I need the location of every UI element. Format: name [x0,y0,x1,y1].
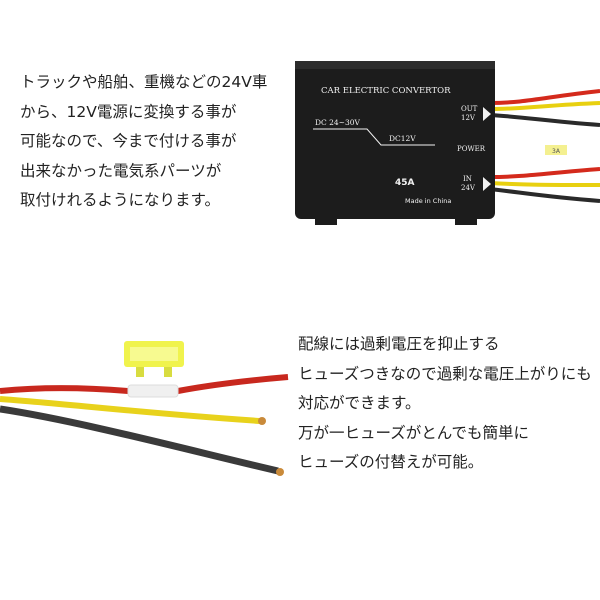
converter-input-range: DC 24~30V [315,118,361,127]
intro-line: 出来なかった電気系パーツが [20,161,222,180]
converter-current: 45A [395,178,415,188]
out-voltage: 12V [461,114,476,122]
output-wires [489,89,600,127]
fuse-wiring-illustration [0,341,289,476]
in-voltage: 24V [461,184,476,192]
power-label: POWER [457,145,486,153]
black-wire [0,405,279,475]
intro-line: 可能なので、今まで付ける事が [20,132,237,150]
fuse-line: ヒューズつきなので過剰な電圧上がりにも [298,364,592,383]
fuse-description: 配線には過剰電圧を抑止する ヒューズつきなので過剰な電圧上がりにも 対応ができま… [298,330,592,478]
converter-illustration: 3A CAR ELECTRIC CONVERTOR DC 24~30V DC12… [295,61,600,225]
yellow-wire [0,396,261,424]
fuse-tag-label: 3A [552,148,561,155]
fuse-tag [545,145,567,155]
converter-output-voltage: DC12V [389,134,416,143]
converter-body [295,61,495,219]
converter-photo: 3A CAR ELECTRIC CONVERTOR DC 24~30V DC12… [285,45,600,245]
in-label: IN [463,175,472,183]
input-wires [489,167,600,203]
intro-description: トラックや船舶、重機などの24V車 から、12V電源に変換する事が 可能なので、… [20,68,267,216]
fuse-line: ヒューズの付替えが可能。 [298,453,484,471]
fuse-icon [124,341,184,377]
converter-title: CAR ELECTRIC CONVERTOR [321,86,451,96]
in-arrow-icon [483,177,491,191]
fuse-wiring-photo [0,295,290,480]
fuse-line: 万が一ヒューズがとんでも簡単に [298,423,529,442]
intro-line: 取付けれるようになります。 [20,191,220,209]
red-wire [177,374,289,394]
out-label: OUT [461,105,478,113]
fuse-line: 対応ができます。 [298,394,421,412]
intro-line: トラックや船舶、重機などの24V車 [20,73,268,91]
intro-line: から、12V電源に変換する事が [20,102,237,121]
fuse-line: 配線には過剰電圧を抑止する [298,335,500,353]
converter-made-in: Made in China [405,197,451,205]
out-arrow-icon [483,107,491,121]
